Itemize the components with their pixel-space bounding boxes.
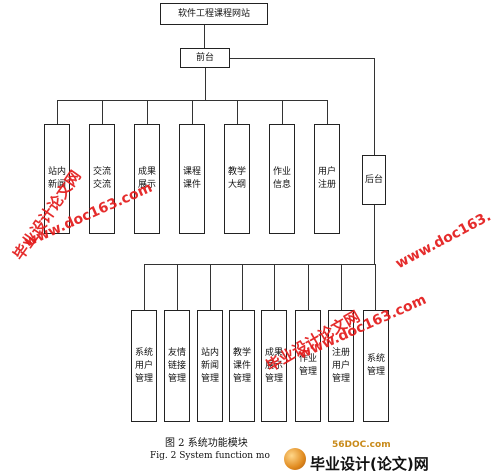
front-module-label: 作业 信息 — [272, 167, 291, 190]
back-module-links: 友情 链接 管理 — [164, 310, 190, 422]
figure-caption-en: Fig. 2 System function mo — [150, 451, 270, 461]
connector-line — [374, 58, 375, 155]
back-module-registered-user: 注册 用户 管理 — [328, 310, 354, 422]
node-back: 后台 — [362, 155, 386, 205]
watermark-text: www.doc163. — [393, 208, 494, 273]
connector-line — [274, 264, 275, 310]
back-module-label: 系统 用户 管理 — [134, 347, 153, 384]
front-module-label: 交流 交流 — [92, 167, 111, 190]
connector-line — [230, 58, 374, 59]
connector-line — [102, 100, 103, 124]
front-module-label: 课程 课件 — [182, 167, 201, 190]
back-module-news: 站内 新闻 管理 — [197, 310, 223, 422]
back-module-label: 教学 课件 管理 — [232, 347, 251, 384]
back-module-courseware: 教学 课件 管理 — [229, 310, 255, 422]
connector-line — [282, 100, 283, 124]
site-logo: 56DOC.com 毕业设计(论文)网 — [280, 440, 439, 474]
function-module-diagram: 软件工程课程网站 前台 后台 站内 新闻 交流 交流 成果 展示 课程 课件 教… — [10, 3, 494, 474]
connector-line — [327, 100, 328, 124]
front-module-results: 成果 展示 — [134, 124, 160, 234]
connector-line — [204, 25, 205, 48]
front-module-label: 站内 新闻 — [47, 167, 66, 190]
connector-line — [341, 264, 342, 310]
back-module-label: 作业 管理 — [298, 354, 317, 377]
back-module-label: 站内 新闻 管理 — [200, 347, 219, 384]
connector-line — [205, 68, 206, 100]
front-module-news: 站内 新闻 — [44, 124, 70, 234]
back-module-results: 成果 展示 管理 — [261, 310, 287, 422]
connector-line — [210, 264, 211, 310]
front-module-exchange: 交流 交流 — [89, 124, 115, 234]
back-module-homework: 作业 管理 — [295, 310, 321, 422]
back-module-label: 注册 用户 管理 — [331, 347, 350, 384]
connector-line — [242, 264, 243, 310]
front-module-courseware: 课程 课件 — [179, 124, 205, 234]
logo-domain: 56DOC.com — [332, 440, 391, 450]
back-module-system: 系统 管理 — [363, 310, 389, 422]
node-front: 前台 — [180, 48, 230, 68]
connector-line — [57, 100, 58, 124]
node-root: 软件工程课程网站 — [160, 3, 268, 25]
connector-line — [192, 100, 193, 124]
back-module-label: 友情 链接 管理 — [167, 347, 186, 384]
connector-line — [144, 264, 145, 310]
node-root-label: 软件工程课程网站 — [177, 8, 250, 19]
front-module-register: 用户 注册 — [314, 124, 340, 234]
connector-line — [374, 205, 375, 264]
connector-line — [375, 264, 376, 310]
node-back-label: 后台 — [364, 174, 383, 185]
front-module-label: 教学 大纲 — [227, 167, 246, 190]
front-module-syllabus: 教学 大纲 — [224, 124, 250, 234]
back-module-label: 系统 管理 — [366, 354, 385, 377]
front-module-label: 用户 注册 — [317, 167, 336, 190]
connector-line — [237, 100, 238, 124]
connector-line — [144, 264, 375, 265]
front-module-label: 成果 展示 — [137, 167, 156, 190]
figure-caption-cn: 图 2 系统功能模块 — [165, 438, 248, 449]
back-module-system-user: 系统 用户 管理 — [131, 310, 157, 422]
node-front-label: 前台 — [195, 52, 214, 63]
connector-line — [308, 264, 309, 310]
logo-emblem-icon — [284, 448, 306, 470]
back-module-label: 成果 展示 管理 — [264, 347, 283, 384]
logo-title: 毕业设计(论文)网 — [310, 455, 429, 473]
connector-line — [147, 100, 148, 124]
front-module-homework: 作业 信息 — [269, 124, 295, 234]
connector-line — [177, 264, 178, 310]
